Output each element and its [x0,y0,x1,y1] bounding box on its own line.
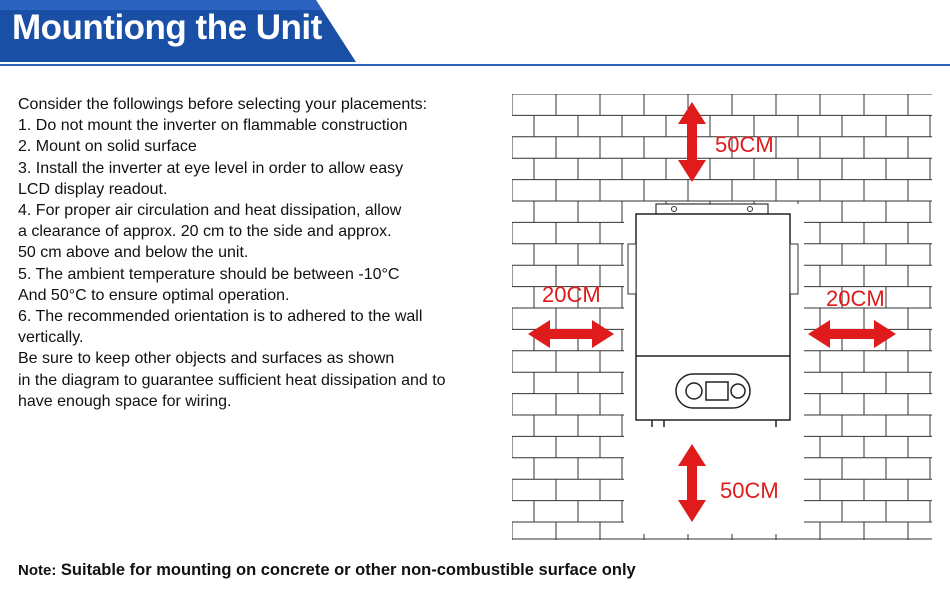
note-text: Suitable for mounting on concrete or oth… [60,561,636,579]
instruction-line: 3. Install the inverter at eye level in … [18,159,404,177]
instruction-line: a clearance of approx. 20 cm to the side… [18,223,392,241]
top-clearance-label: 50CM [715,132,774,157]
left-clearance-label: 20CM [542,282,601,307]
instruction-line: Be sure to keep other objects and surfac… [18,350,395,368]
left-arrow [528,320,614,348]
instruction-text: Consider the followings before selecting… [18,94,518,412]
top-arrow [678,102,706,182]
instruction-line: LCD display readout. [18,180,168,198]
instruction-line: in the diagram to guarantee sufficient h… [18,371,446,389]
bottom-arrow [678,444,706,522]
instruction-line: vertically. [18,329,84,347]
right-clearance-label: 20CM [826,286,885,311]
instruction-line: 50 cm above and below the unit. [18,244,249,262]
clearance-arrows [528,102,896,522]
right-arrow [808,320,896,348]
inverter-unit [624,203,804,534]
brick-wall [512,94,932,540]
bottom-clearance-label: 50CM [720,478,779,503]
page-title: Mountiong the Unit [12,8,322,47]
note: Note: Suitable for mounting on concrete … [18,561,636,580]
instruction-line: And 50°C to ensure optimal operation. [18,286,290,304]
note-tag: Note: [18,562,57,579]
instruction-line: 2. Mount on solid surface [18,138,197,156]
instruction-line: 6. The recommended orientation is to adh… [18,308,423,326]
title-banner: Mountiong the Unit [0,0,360,62]
instruction-line: 4. For proper air circulation and heat d… [18,202,402,220]
instruction-line: 1. Do not mount the inverter on flammabl… [18,117,408,135]
instruction-line: have enough space for wiring. [18,392,232,410]
header-divider [0,64,950,66]
instruction-line: 5. The ambient temperature should be bet… [18,265,400,283]
mounting-diagram: 50CM 20CM 20CM 50CM [512,94,932,540]
banner-shape [0,0,356,62]
instruction-line: Consider the followings before selecting… [18,96,428,113]
